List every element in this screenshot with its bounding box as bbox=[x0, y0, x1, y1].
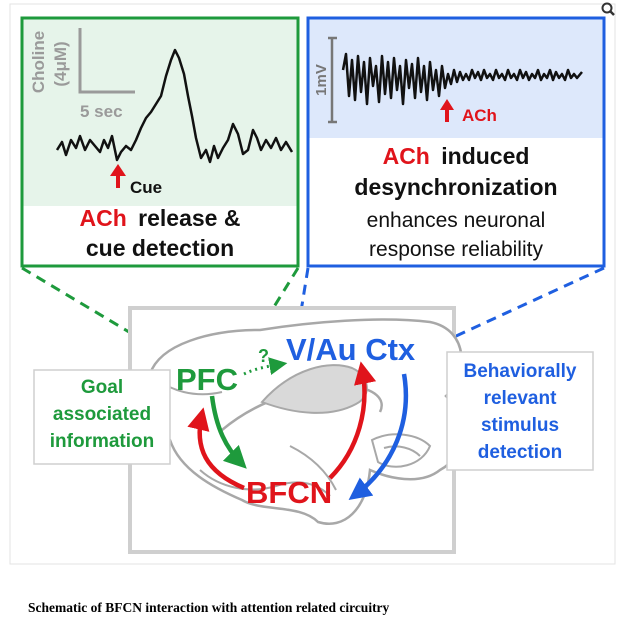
cue-arrow-icon bbox=[110, 164, 126, 188]
figure-caption: Schematic of BFCN interaction with atten… bbox=[28, 600, 390, 615]
lfp-trace bbox=[341, 52, 583, 106]
left-panel-caption-area bbox=[22, 206, 298, 266]
stimulus-detection-box: Behaviorally relevant stimulus detection bbox=[446, 351, 594, 471]
bfcn-to-pfc-red-arrow bbox=[187, 407, 245, 491]
goal-line2: associated bbox=[53, 404, 151, 425]
ach-highlight: ACh bbox=[80, 205, 127, 231]
release-text: release & bbox=[138, 205, 240, 231]
right-caption-line2: desynchronization bbox=[354, 174, 557, 200]
pfc-to-bfcn-green-arrow bbox=[209, 395, 247, 469]
voltage-scale-label: 1mV bbox=[313, 64, 330, 96]
left-panel: Choline (4μM) 5 sec Cue ACh release & cu… bbox=[20, 16, 300, 268]
green-dashed-connector-left bbox=[21, 266, 177, 362]
bfcn-label: BFCN bbox=[246, 475, 332, 510]
stimulus-line1: Behaviorally bbox=[464, 361, 577, 382]
goal-info-box: Goal associated information bbox=[33, 369, 171, 465]
goal-line3: information bbox=[50, 431, 155, 452]
right-caption-line3: enhances neuronal bbox=[367, 209, 546, 232]
voltage-scale-bar bbox=[328, 36, 337, 124]
blue-dashed-connector-right bbox=[429, 266, 605, 350]
stimulus-line2: relevant bbox=[484, 388, 558, 409]
choline-unit-label: (4μM) bbox=[51, 41, 70, 86]
bfcn-to-ctx-red-arrow bbox=[328, 361, 377, 480]
stimulus-line3: stimulus bbox=[481, 415, 559, 436]
left-caption-line2: cue detection bbox=[86, 235, 234, 261]
right-panel: 1mV ACh ACh induced desynchronization en… bbox=[306, 16, 606, 268]
ach-highlight-right: ACh bbox=[383, 143, 430, 169]
right-caption-line1: ACh induced bbox=[383, 143, 530, 169]
choline-axis-label: Choline bbox=[29, 31, 48, 93]
ctx-to-bfcn-blue-arrow bbox=[348, 373, 409, 501]
cue-label: Cue bbox=[130, 178, 162, 197]
ctx-label: V/Au Ctx bbox=[286, 332, 416, 367]
goal-line1: Goal bbox=[81, 377, 123, 398]
magnifier-icon[interactable] bbox=[601, 2, 615, 16]
right-panel-caption-area bbox=[308, 138, 604, 266]
choline-scale-bar bbox=[78, 28, 135, 94]
schematic-figure: Choline (4μM) 5 sec Cue ACh release & cu… bbox=[9, 2, 616, 565]
ach-marker-arrow-icon bbox=[440, 99, 454, 122]
left-caption-line1: ACh release & bbox=[80, 205, 241, 231]
time-scale-label: 5 sec bbox=[80, 102, 123, 121]
right-caption-line4: response reliability bbox=[369, 238, 543, 261]
choline-trace bbox=[55, 48, 294, 164]
ach-marker-label: ACh bbox=[462, 106, 497, 125]
stimulus-line4: detection bbox=[478, 442, 562, 463]
pfc-label: PFC bbox=[176, 362, 238, 397]
induced-text: induced bbox=[441, 143, 529, 169]
question-mark: ? bbox=[258, 346, 269, 366]
pfc-ctx-dotted-arrow bbox=[243, 357, 288, 376]
